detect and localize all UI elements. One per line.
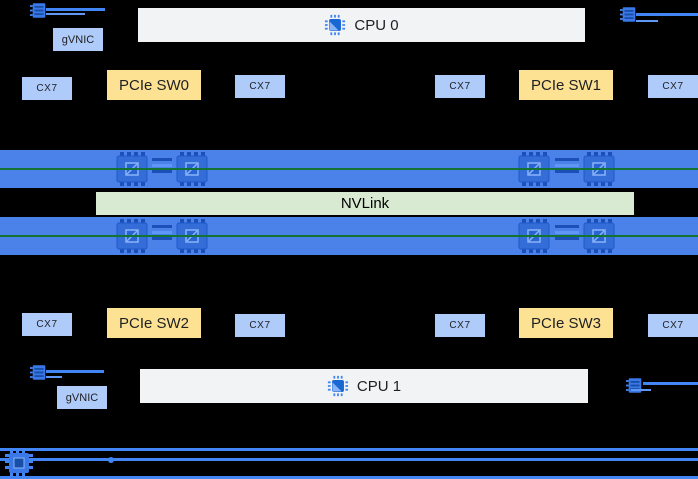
bottom-network-rail [0, 448, 698, 451]
gpu-bar-top [0, 150, 698, 188]
gpu-link-dashes [555, 158, 579, 173]
nvlink-label: NVLink [340, 195, 390, 212]
cx7-label: CX7 [36, 319, 58, 330]
pcie-sw0-label: PCIe SW0 [118, 76, 190, 94]
pcie-sw1-box: PCIe SW1 [519, 70, 613, 100]
network-line [636, 13, 698, 16]
network-line [46, 13, 85, 15]
gpu-link-dashes [152, 158, 172, 173]
rail-endpoint-dot [108, 457, 114, 463]
pcie-sw1-label: PCIe SW1 [530, 76, 602, 94]
pcie-sw3-label: PCIe SW3 [530, 314, 602, 332]
network-line [631, 389, 651, 391]
chip-icon [5, 449, 33, 477]
network-line [46, 8, 105, 11]
gvnic-label: gVNIC [61, 33, 95, 46]
cx7-label: CX7 [449, 320, 471, 331]
cx7-box: CX7 [648, 314, 698, 337]
cx7-label: CX7 [36, 83, 58, 94]
bottom-network-rail [0, 476, 698, 479]
cx7-box: CX7 [235, 75, 285, 98]
cpu0-box: CPU 0 [138, 8, 585, 42]
nvlink-rail [0, 235, 698, 237]
nvlink-bar: NVLink [95, 191, 635, 216]
cx7-label: CX7 [249, 320, 271, 331]
network-port-icon [30, 3, 46, 18]
cx7-box: CX7 [435, 314, 485, 337]
pcie-sw0-box: PCIe SW0 [107, 70, 201, 100]
cpu0-label: CPU 0 [354, 16, 399, 34]
gvnic-box-top: gVNIC [53, 28, 103, 51]
cx7-label: CX7 [662, 320, 684, 331]
gpu-link-dashes [152, 225, 172, 240]
chip-icon [325, 14, 346, 36]
gpu-link-dashes [555, 225, 579, 240]
gpu-bar-bottom [0, 217, 698, 255]
cx7-box: CX7 [648, 75, 698, 98]
cx7-box: CX7 [235, 314, 285, 337]
bottom-network-rail [0, 458, 698, 461]
pcie-sw3-box: PCIe SW3 [519, 308, 613, 338]
cx7-label: CX7 [449, 81, 471, 92]
gvnic-label: gVNIC [65, 391, 99, 404]
cx7-box: CX7 [22, 313, 72, 336]
network-port-icon [30, 365, 46, 380]
pcie-sw2-label: PCIe SW2 [118, 314, 190, 332]
gvnic-box-bottom: gVNIC [57, 386, 107, 409]
cpu1-box: CPU 1 [140, 369, 588, 403]
network-line [46, 370, 104, 373]
chip-icon [327, 375, 348, 397]
cx7-label: CX7 [662, 81, 684, 92]
network-line [46, 376, 62, 378]
network-line [636, 20, 658, 22]
cx7-box: CX7 [435, 75, 485, 98]
cx7-label: CX7 [249, 81, 271, 92]
pcie-sw2-box: PCIe SW2 [107, 308, 201, 338]
network-line [643, 382, 698, 385]
nvlink-rail [0, 168, 698, 170]
cx7-box: CX7 [22, 77, 72, 100]
cpu1-label: CPU 1 [356, 377, 402, 395]
network-port-icon [620, 7, 636, 22]
